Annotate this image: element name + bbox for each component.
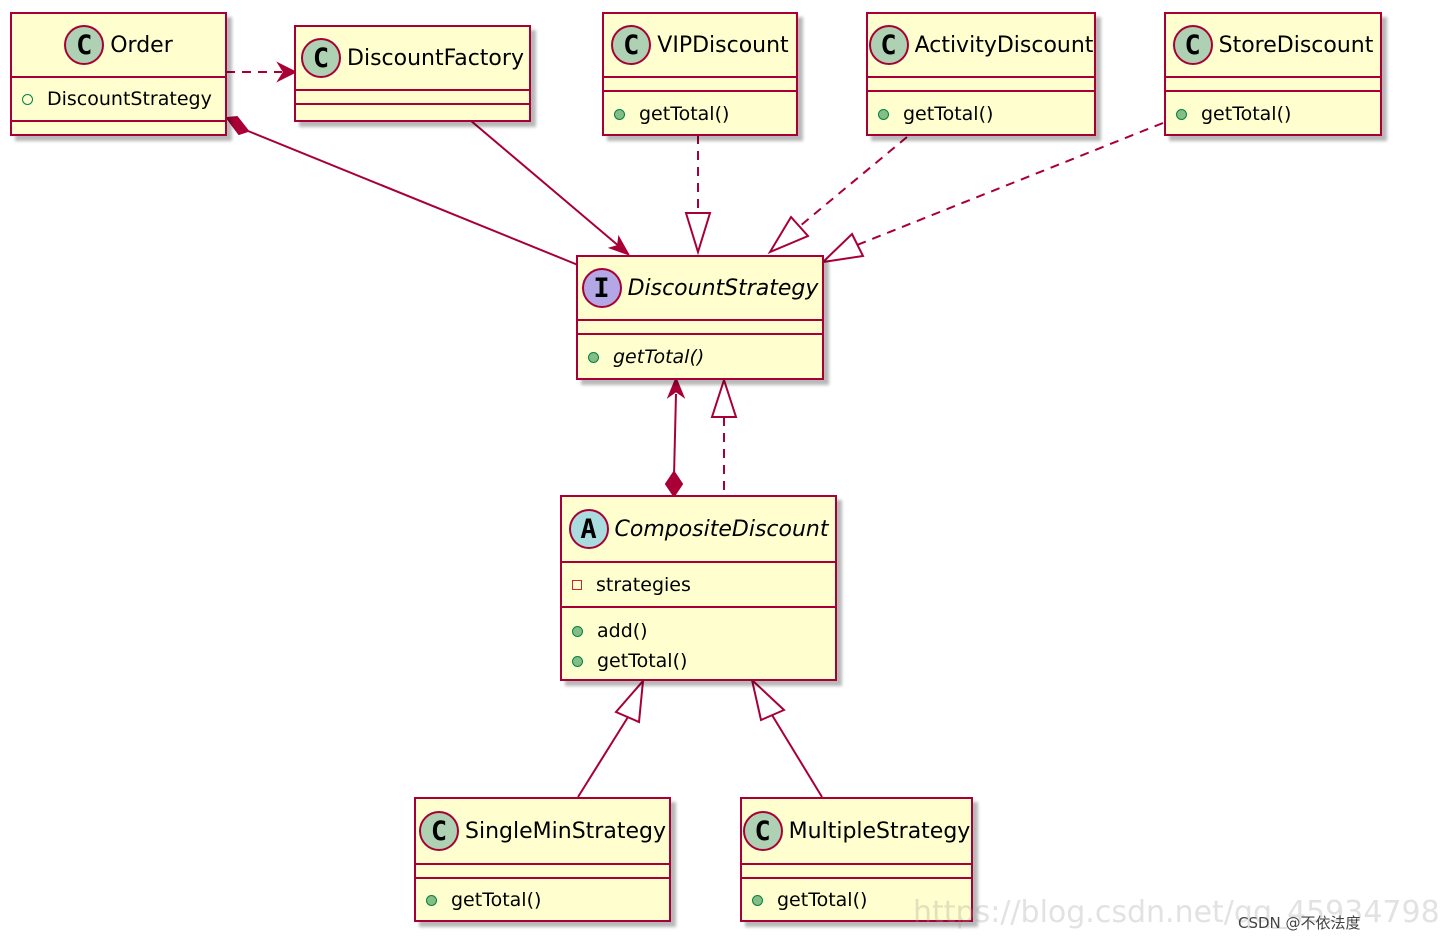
method-row: getTotal() bbox=[742, 885, 971, 915]
method-text: getTotal() bbox=[597, 650, 688, 672]
public-visibility-icon bbox=[752, 894, 763, 906]
class-name: MultipleStrategy bbox=[788, 818, 971, 844]
class-stereotype-icon: C bbox=[301, 38, 342, 78]
public-visibility-icon bbox=[572, 655, 583, 667]
public-visibility-icon bbox=[426, 894, 437, 906]
method-text: getTotal() bbox=[451, 889, 542, 911]
public-visibility-icon bbox=[588, 351, 599, 363]
class-multiplestrategy[interactable]: C MultipleStrategy getTotal() bbox=[740, 797, 973, 922]
method-row: add() bbox=[562, 616, 835, 646]
realization-arrow-store bbox=[820, 232, 865, 264]
method-text: add() bbox=[597, 620, 648, 642]
class-name: DiscountStrategy bbox=[627, 275, 819, 301]
field-text: strategies bbox=[596, 574, 691, 596]
relation-edges: DiscountStrategy --> DiscountStrategy --… bbox=[225, 61, 1164, 798]
abstract-stereotype-icon: A bbox=[568, 509, 609, 549]
arrowhead-discountfactory bbox=[607, 234, 631, 256]
fields-section bbox=[604, 76, 796, 90]
edge-activitydiscount-to-discountstrategy bbox=[799, 136, 908, 227]
methods-section bbox=[296, 103, 529, 120]
class-discountfactory[interactable]: C DiscountFactory bbox=[294, 25, 531, 122]
class-stereotype-icon: C bbox=[611, 25, 652, 65]
realization-arrow-vip bbox=[684, 212, 712, 256]
edge-singlemin-to-composite bbox=[577, 716, 629, 798]
class-stereotype-icon: C bbox=[868, 25, 909, 65]
fields-section bbox=[868, 76, 1094, 90]
fields-section bbox=[742, 863, 971, 877]
method-row: getTotal() bbox=[1166, 99, 1380, 129]
class-stereotype-icon: C bbox=[742, 811, 783, 851]
package-visibility-icon bbox=[22, 93, 33, 105]
class-name: SingleMinStrategy bbox=[465, 818, 666, 844]
edge-composite-composition bbox=[673, 393, 677, 477]
public-visibility-icon bbox=[1176, 108, 1187, 120]
method-text: getTotal() bbox=[1201, 103, 1292, 125]
uml-class-diagram: DiscountStrategy --> DiscountStrategy --… bbox=[10, 12, 1440, 932]
composition-diamond-composite bbox=[664, 470, 684, 498]
method-text: getTotal() bbox=[903, 103, 994, 125]
field-row: strategies bbox=[562, 570, 835, 600]
fields-section bbox=[578, 319, 822, 333]
abstract-class-compositediscount[interactable]: A CompositeDiscount strategies add() get… bbox=[560, 495, 837, 681]
method-text: getTotal() bbox=[639, 103, 730, 125]
public-visibility-icon bbox=[572, 625, 583, 637]
composition-diamond-order bbox=[225, 115, 250, 136]
fields-section bbox=[296, 89, 529, 103]
private-visibility-icon bbox=[572, 580, 582, 590]
method-text: getTotal() bbox=[613, 346, 705, 368]
realization-arrow-composite bbox=[710, 376, 738, 418]
edge-order-to-discountstrategy bbox=[247, 130, 579, 266]
methods-section bbox=[12, 120, 225, 134]
method-row: getTotal() bbox=[604, 99, 796, 129]
inheritance-arrow-singlemin bbox=[614, 677, 645, 724]
field-row: DiscountStrategy bbox=[12, 84, 225, 114]
method-row: getTotal() bbox=[868, 99, 1094, 129]
class-stereotype-icon: C bbox=[419, 811, 460, 851]
class-name: VIPDiscount bbox=[657, 32, 789, 58]
fields-section bbox=[416, 863, 669, 877]
arrowhead-composite-to-strategy bbox=[666, 376, 686, 399]
class-name: StoreDiscount bbox=[1218, 32, 1374, 58]
public-visibility-icon bbox=[614, 108, 625, 120]
class-singleminstrategy[interactable]: C SingleMinStrategy getTotal() bbox=[414, 797, 671, 922]
class-storediscount[interactable]: C StoreDiscount getTotal() bbox=[1164, 12, 1382, 136]
method-row: getTotal() bbox=[578, 342, 822, 372]
class-activitydiscount[interactable]: C ActivityDiscount getTotal() bbox=[866, 12, 1096, 136]
class-stereotype-icon: C bbox=[64, 25, 105, 65]
watermark-url: https://blog.csdn.net/qq_45934798 bbox=[913, 895, 1440, 930]
edge-multiple-to-composite bbox=[771, 714, 823, 798]
method-row: getTotal() bbox=[416, 885, 669, 915]
class-order[interactable]: C Order DiscountStrategy bbox=[10, 12, 227, 136]
interface-discountstrategy[interactable]: I DiscountStrategy getTotal() bbox=[576, 255, 824, 380]
field-text: DiscountStrategy bbox=[47, 88, 212, 110]
class-name: CompositeDiscount bbox=[614, 516, 829, 542]
fields-section bbox=[1166, 76, 1380, 90]
inheritance-arrow-multiple bbox=[750, 677, 786, 722]
watermark-credit: CSDN @不依法度 bbox=[1238, 914, 1361, 932]
class-stereotype-icon: C bbox=[1172, 25, 1213, 65]
method-text: getTotal() bbox=[777, 889, 868, 911]
realization-arrow-activity bbox=[767, 215, 810, 255]
class-vipdiscount[interactable]: C VIPDiscount getTotal() bbox=[602, 12, 798, 136]
method-row: getTotal() bbox=[562, 646, 835, 676]
arrowhead-order-to-discountfactory bbox=[276, 61, 298, 83]
interface-stereotype-icon: I bbox=[581, 268, 622, 308]
edge-storediscount-to-discountstrategy bbox=[856, 122, 1164, 246]
class-name: ActivityDiscount bbox=[914, 32, 1094, 58]
edge-discountfactory-to-discountstrategy bbox=[469, 119, 621, 248]
class-name: Order bbox=[110, 32, 173, 58]
public-visibility-icon bbox=[878, 108, 889, 120]
class-name: DiscountFactory bbox=[347, 45, 524, 71]
